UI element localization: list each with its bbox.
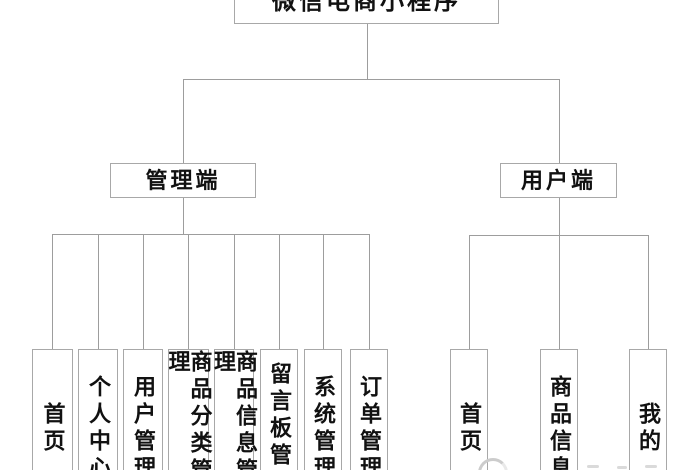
connector-leaf-drop [469, 235, 470, 349]
leaf-label: 商品信息 [547, 375, 572, 470]
connector-leaf-drop [143, 234, 144, 349]
leaf-label: 首页 [457, 402, 482, 456]
connector-leaf-drop [648, 235, 649, 349]
connector-root-drop [367, 24, 368, 79]
node-admin-home: 首页 [32, 349, 73, 470]
node-admin-system-mgmt: 系统管理 [304, 349, 342, 470]
connector-leaf-drop [188, 234, 189, 349]
leaf-label: 留言板管理 [267, 361, 292, 470]
leaf-label: 系统管理 [311, 375, 336, 470]
connector-leaf-drop [323, 234, 324, 349]
node-user-product-info: 商品信息 [540, 349, 578, 470]
leaf-label: 用户管理 [131, 375, 156, 470]
connector-leaf-drop [559, 235, 560, 349]
connector-leaf-drop [52, 234, 53, 349]
watermark-fragment [617, 466, 627, 469]
connector-user-stub [559, 198, 560, 235]
connector-leaf-drop [279, 234, 280, 349]
node-admin: 管理端 [110, 163, 256, 198]
leaf-label: 商品信息管理 [211, 350, 258, 470]
connector-admin-stub [183, 198, 184, 234]
leaf-label: 订单管理 [357, 375, 382, 470]
node-admin-category-mgmt: 商品分类管理 [165, 349, 213, 470]
node-user-home: 首页 [450, 349, 488, 470]
watermark-fragment [645, 465, 657, 468]
node-admin-personal-center: 个人中心 [78, 349, 118, 470]
leaf-label: 个人中心 [86, 375, 111, 470]
node-admin-label: 管理端 [145, 167, 221, 193]
node-root-label: 微信电商小程序 [272, 0, 461, 15]
node-admin-product-info-mgmt: 商品信息管理 [211, 349, 258, 470]
connector-admin-drop [183, 79, 184, 163]
connector-leaf-drop [234, 234, 235, 349]
node-root: 微信电商小程序 [234, 0, 499, 24]
leaf-label: 首页 [40, 402, 66, 456]
leaf-label: 我的 [636, 402, 661, 456]
node-admin-order-mgmt: 订单管理 [350, 349, 388, 470]
node-admin-message-board-mgmt: 留言板管理 [260, 349, 298, 470]
node-user-label: 用户端 [520, 167, 596, 193]
connector-user-drop [559, 79, 560, 163]
leaf-label: 商品分类管理 [165, 350, 213, 470]
node-user: 用户端 [500, 163, 617, 198]
connector-leaf-drop [369, 234, 370, 349]
connector-leaf-drop [98, 234, 99, 349]
connector-branch-bus [183, 79, 560, 80]
connector-admin-bus [52, 234, 370, 235]
node-admin-user-mgmt: 用户管理 [123, 349, 163, 470]
node-user-mine: 我的 [629, 349, 667, 470]
watermark-fragment [587, 465, 599, 468]
